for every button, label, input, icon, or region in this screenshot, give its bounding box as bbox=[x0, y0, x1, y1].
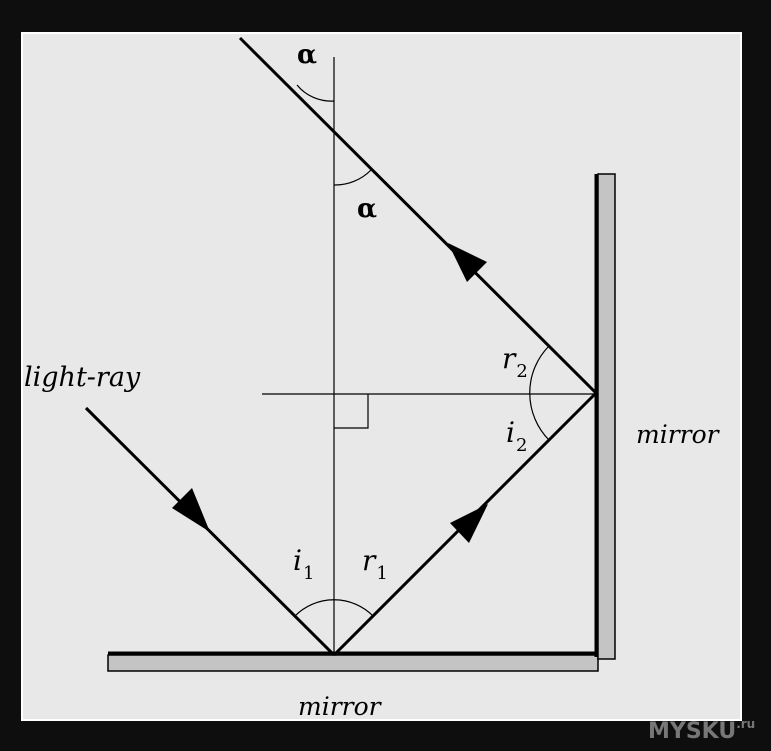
second-reflected-ray bbox=[238, 36, 598, 395]
alpha-top-arc bbox=[296, 84, 335, 102]
i2-label: i2 bbox=[506, 416, 527, 456]
i1-label: i1 bbox=[293, 544, 314, 584]
alpha-top-label: α bbox=[297, 40, 317, 70]
light-ray-label: light-ray bbox=[24, 362, 141, 393]
r2-label: r2 bbox=[502, 342, 528, 382]
r1-label: r1 bbox=[362, 544, 388, 584]
incident-ray bbox=[84, 406, 336, 657]
right-mirror-label: mirror bbox=[636, 420, 721, 449]
bottom-mirror bbox=[107, 654, 599, 672]
right-angle-mark bbox=[334, 394, 369, 429]
right-mirror bbox=[597, 173, 616, 660]
incident-ray-arrow bbox=[172, 488, 210, 532]
bottom-mirror-label: mirror bbox=[298, 692, 383, 721]
first-reflected-arrow bbox=[450, 504, 488, 543]
second-reflected-arrow bbox=[448, 243, 487, 282]
watermark-logo: MYSKU.ru bbox=[648, 717, 755, 744]
alpha-bottom-label: α bbox=[357, 194, 377, 224]
incidence-reflection-arc-bottom bbox=[294, 599, 374, 617]
incidence-reflection-arc-right bbox=[529, 345, 550, 441]
alpha-bottom-arc bbox=[333, 169, 372, 186]
